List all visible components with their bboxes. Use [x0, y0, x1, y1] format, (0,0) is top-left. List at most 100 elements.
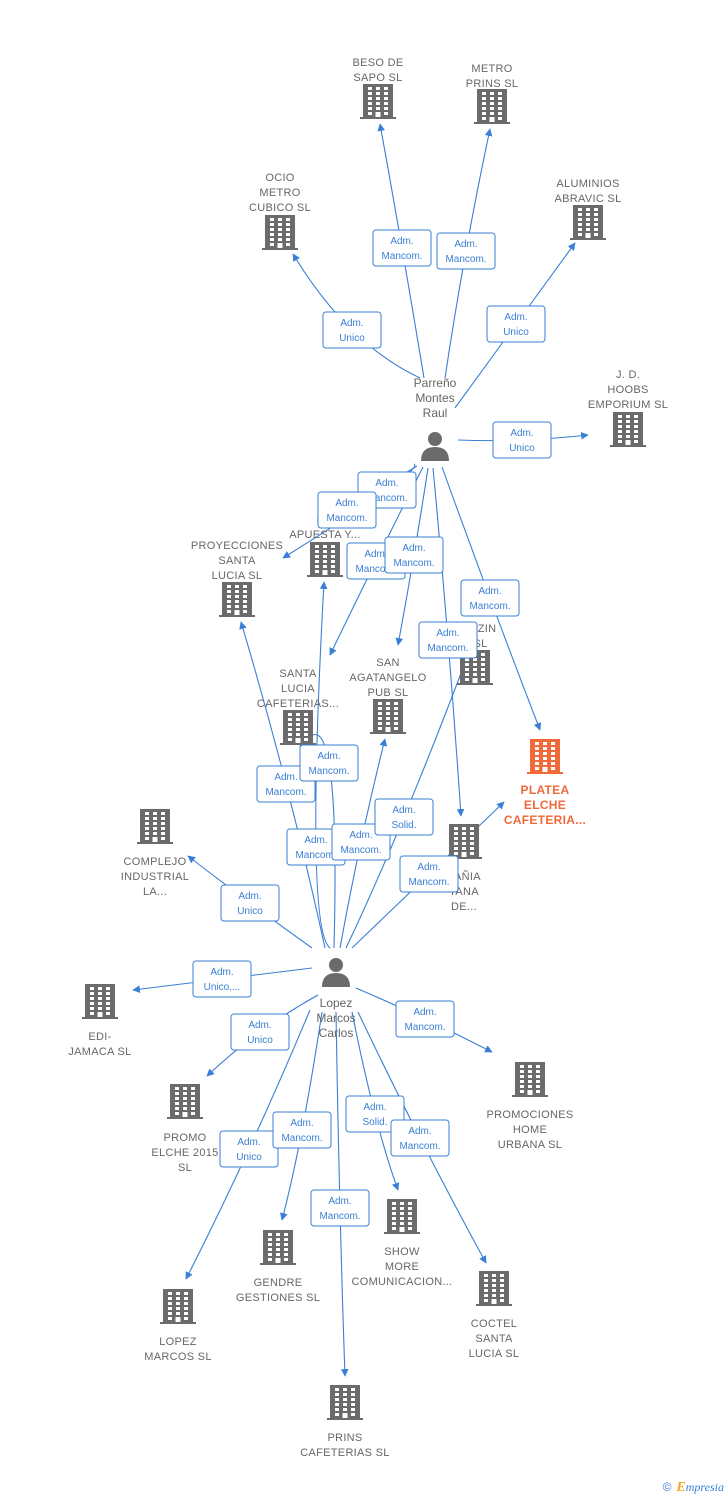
company-name-line: OCIO	[265, 172, 294, 184]
empresia-footer[interactable]: © Empresia	[663, 1480, 724, 1496]
company-name-line: LA...	[143, 886, 167, 898]
role-label-lopez-promociones_home[interactable]: Adm.Mancom.	[395, 1000, 455, 1038]
company-node-lucia_hc[interactable]: LUHOAPUESTA Y...	[289, 499, 360, 577]
role-label-lopez-show_more[interactable]: Adm.Solid.	[345, 1095, 405, 1133]
building-icon	[137, 809, 173, 844]
role-label-text: Mancom.	[281, 1133, 322, 1144]
role-label-parreno-jd_hoobs[interactable]: Adm.Unico	[492, 421, 552, 459]
company-name-line: JAMACA SL	[68, 1046, 131, 1058]
company-node-santa_lucia_caf[interactable]: SANTALUCIACAFETERIAS...	[257, 668, 339, 745]
role-label-text: Adm.	[364, 549, 387, 560]
role-label-text: Adm.	[504, 312, 527, 323]
brand-initial: E	[676, 1480, 686, 1495]
role-label-box	[486, 305, 546, 343]
company-name-line: SANTA	[279, 668, 317, 680]
company-node-edi_jamaca[interactable]: EDI-JAMACA SL	[68, 984, 131, 1058]
role-label-text: Mancom.	[427, 643, 468, 654]
role-label-parreno-aluminios[interactable]: Adm. Unico	[486, 305, 546, 343]
role-label-text: Mancom.	[393, 558, 434, 569]
role-label-text: Adm.	[392, 805, 415, 816]
role-label-lopez-prins_caf[interactable]: Adm.Mancom.	[310, 1189, 370, 1227]
role-label-parreno-beso[interactable]: Adm.Mancom.	[372, 229, 432, 267]
building-icon	[446, 824, 482, 859]
role-label-text: Unico	[503, 327, 529, 338]
company-name-line: AGATANGELO	[349, 672, 426, 684]
company-node-show_more[interactable]: SHOWMORECOMUNICACION...	[351, 1199, 452, 1288]
role-label-lopez-kruzin[interactable]: Adm.Solid.	[374, 798, 434, 836]
role-label-parreno-san_agatangelo[interactable]: Adm. Mancom.	[384, 536, 444, 574]
role-label-text: Mancom.	[355, 564, 396, 575]
role-label-text: Adm.	[238, 891, 261, 902]
role-label-text: Mancom.	[265, 787, 306, 798]
building-icon	[262, 215, 298, 250]
company-name-line: PUB SL	[368, 687, 409, 699]
role-label-box	[192, 960, 252, 998]
company-name-line: BESO DE	[352, 57, 403, 69]
company-node-platea[interactable]: PLATEAELCHECAFETERIA...	[504, 739, 586, 827]
role-label-box	[395, 1000, 455, 1038]
role-label-lopez-santa_lucia_caf[interactable]: Adm.Mancom.	[299, 744, 359, 782]
role-label-box	[272, 1111, 332, 1149]
company-node-beso[interactable]: BESO DE SAPO SL	[352, 57, 403, 119]
company-name-line: ELCHE 2015	[151, 1147, 218, 1159]
role-label-text: Adm.	[402, 543, 425, 554]
role-label-parreno-compania[interactable]: Adm.Mancom.	[418, 621, 478, 659]
role-label-text: Unico	[339, 333, 365, 344]
person-name-line: Parreño	[414, 376, 457, 390]
company-name-line: HOOBS	[607, 384, 648, 396]
role-label-text: Adm.	[349, 830, 372, 841]
role-label-text: Adm.	[304, 835, 327, 846]
role-label-box	[220, 884, 280, 922]
person-name-line: Raul	[423, 406, 448, 420]
role-label-box	[345, 1095, 405, 1133]
role-label-lopez-lopez_marcos_sl[interactable]: Adm.Unico	[219, 1130, 279, 1168]
company-name-line: SAPO SL	[353, 72, 402, 84]
role-label-lopez-complejo[interactable]: Adm.Unico	[220, 884, 280, 922]
role-label-lopez-edi_jamaca[interactable]: Adm.Unico,...	[192, 960, 252, 998]
person-name-line: Lopez	[320, 996, 353, 1010]
company-name-line: SL	[178, 1162, 192, 1174]
role-label-lopez-gendre[interactable]: Adm.Mancom.	[272, 1111, 332, 1149]
role-label-text: Adm.	[210, 967, 233, 978]
role-label-parreno-lucia_hc[interactable]: Adm.Mancom.	[317, 491, 377, 529]
building-icon	[370, 699, 406, 734]
role-label-text: Solid.	[362, 1117, 387, 1128]
role-label-parreno-platea[interactable]: Adm.Mancom.	[460, 579, 520, 617]
company-name-line: MARCOS SL	[144, 1351, 212, 1363]
role-label-parreno-metro_prins[interactable]: Adm.Mancom.	[436, 232, 496, 270]
role-label-text: Adm.	[340, 318, 363, 329]
role-label-lopez-promo_elche[interactable]: Adm.Unico	[230, 1013, 290, 1051]
company-name-line: SHOW	[384, 1246, 420, 1258]
company-node-complejo[interactable]: COMPLEJOINDUSTRIALLA...	[121, 809, 189, 898]
role-label-text: Adm.	[335, 498, 358, 509]
building-icon	[476, 1271, 512, 1306]
role-label-box	[492, 421, 552, 459]
role-label-lopez-coctel[interactable]: Adm.Mancom.	[390, 1119, 450, 1157]
role-label-lopez-platea[interactable]: Adm.Mancom.	[399, 855, 459, 893]
company-name-line: PROMOCIONES	[486, 1109, 573, 1121]
company-name-line: PLATEA	[521, 783, 570, 797]
company-name-line: APUESTA Y...	[289, 529, 360, 541]
role-label-box	[299, 744, 359, 782]
role-label-text: Adm.	[390, 236, 413, 247]
role-label-parreno-ocio[interactable]: Adm. Unico	[322, 311, 382, 349]
company-name-line: CAFETERIAS SL	[300, 1447, 389, 1459]
role-label-text: Adm.	[478, 586, 501, 597]
company-name-line: INDUSTRIAL	[121, 871, 189, 883]
company-name-line: PROMO	[163, 1132, 206, 1144]
